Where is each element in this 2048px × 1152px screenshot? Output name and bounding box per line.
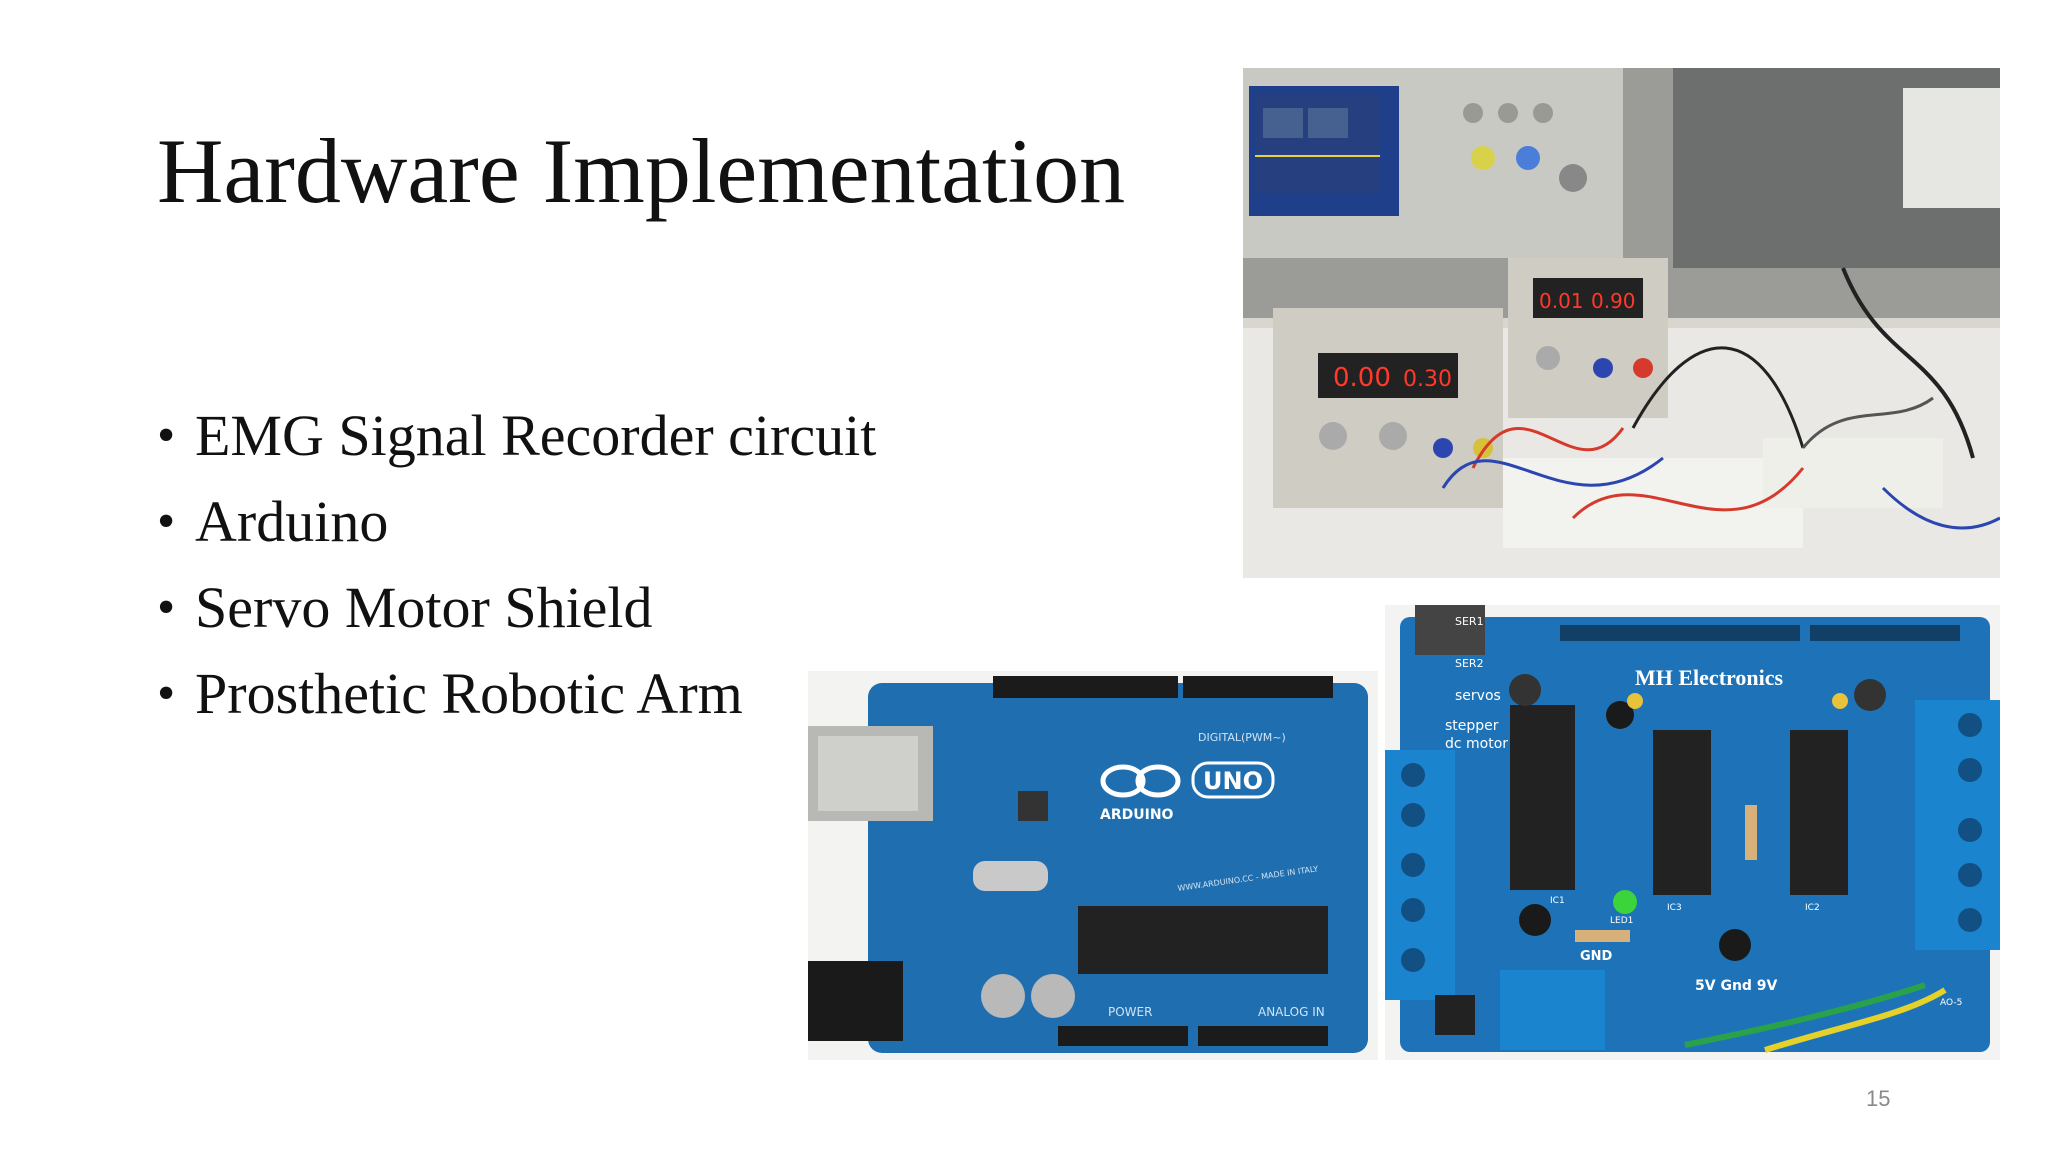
psu-readout: 0.00 [1333, 363, 1391, 393]
shield-brand-text: MH Electronics [1635, 665, 1783, 690]
shield-label: dc motor [1445, 736, 1508, 752]
bullet-text: Arduino [195, 489, 389, 554]
shield-label: GND [1580, 949, 1613, 964]
arduino-logo-text: ARDUINO [1100, 807, 1174, 823]
bullet-item: • Servo Motor Shield [157, 565, 876, 651]
bullet-item: • EMG Signal Recorder circuit [157, 393, 876, 479]
lab-bench-illustration: 0.00 0.30 0.01 0.90 [1243, 68, 2000, 578]
shield-label: IC2 [1805, 903, 1820, 913]
psu-readout: 0.30 [1403, 367, 1452, 392]
bullet-dot-icon: • [157, 493, 176, 550]
bullet-text: Prosthetic Robotic Arm [195, 661, 743, 726]
arduino-power-label: POWER [1108, 1005, 1152, 1019]
arduino-model-text: UNO [1203, 767, 1263, 795]
lab-bench-photo: 0.00 0.30 0.01 0.90 [1243, 68, 2000, 578]
shield-label: IC1 [1550, 896, 1565, 906]
psu-readout: 0.90 [1591, 289, 1636, 313]
shield-label: SER2 [1455, 657, 1484, 670]
motor-shield-photo: MH Electronics SER1 SER2 servos stepper … [1385, 605, 2000, 1060]
slide-title: Hardware Implementation [157, 120, 1126, 222]
bullet-dot-icon: • [157, 407, 176, 464]
bullet-text: Servo Motor Shield [195, 575, 653, 640]
arduino-illustration: UNO ARDUINO DIGITAL(PWM~) POWER ANALOG I… [808, 671, 1378, 1060]
shield-label: IC3 [1667, 903, 1682, 913]
shield-label: SER1 [1455, 615, 1484, 628]
psu-readout: 0.01 [1539, 289, 1584, 313]
arduino-header-label: DIGITAL(PWM~) [1198, 731, 1286, 744]
arduino-uno-photo: UNO ARDUINO DIGITAL(PWM~) POWER ANALOG I… [808, 671, 1378, 1060]
bullet-dot-icon: • [157, 579, 176, 636]
shield-label: LED1 [1610, 916, 1633, 926]
motor-shield-illustration: MH Electronics SER1 SER2 servos stepper … [1385, 605, 2000, 1060]
page-number: 15 [1866, 1086, 1891, 1111]
bullet-dot-icon: • [157, 665, 176, 722]
arduino-analog-label: ANALOG IN [1258, 1005, 1325, 1019]
shield-label: servos [1455, 688, 1501, 704]
bullet-list: • EMG Signal Recorder circuit • Arduino • S… [157, 393, 876, 737]
bullet-item: • Prosthetic Robotic Arm [157, 651, 876, 737]
bullet-text: EMG Signal Recorder circuit [195, 403, 877, 468]
shield-label: stepper [1445, 718, 1499, 734]
shield-label: 5V Gnd 9V [1695, 978, 1778, 994]
bullet-item: • Arduino [157, 479, 876, 565]
shield-label: AO-5 [1940, 998, 1962, 1008]
